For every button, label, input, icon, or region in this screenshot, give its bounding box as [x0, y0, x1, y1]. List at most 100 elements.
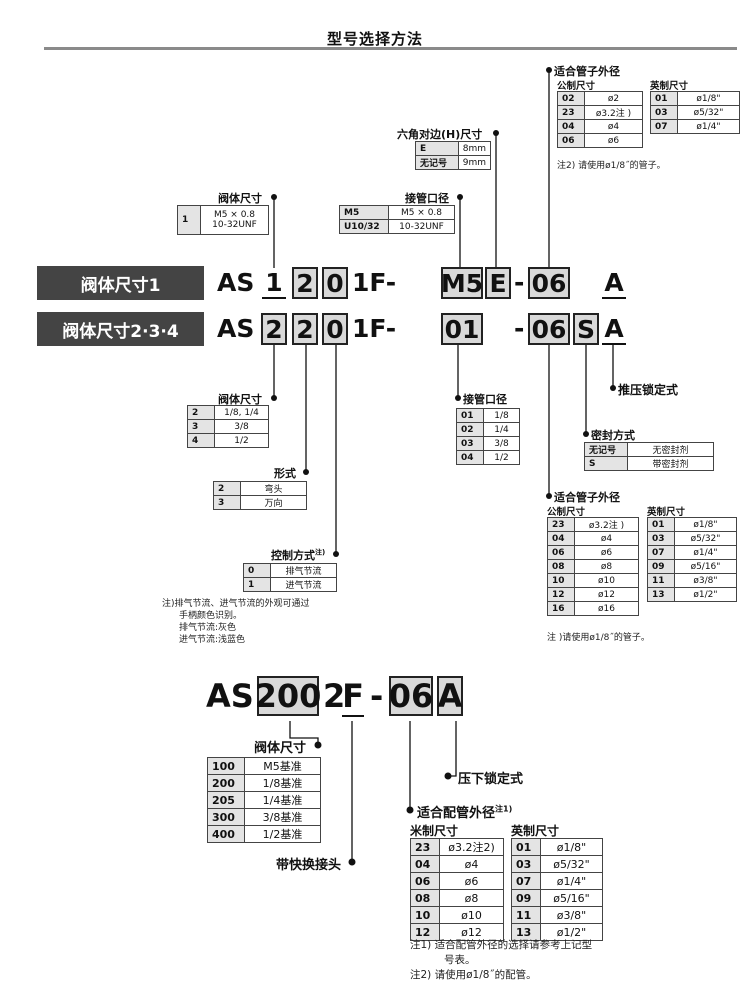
row1-label-bar: 阀体尺寸1 — [37, 266, 204, 300]
metric-size-label-2: 公制尺寸 — [547, 507, 586, 518]
tube-inch-1-code: 01 — [650, 91, 678, 106]
body-size-3-value: 1/4基准 — [244, 791, 321, 809]
control-note: 注)排气节流、进气节流的外观可通过 手柄颜色识别。 排气节流:灰色 进气节流:浅… — [162, 599, 310, 645]
tube-inch-2-value: ø3/8" — [674, 573, 737, 588]
tube-notes-3: 注1) 适合配管外径的选择请参考上记型 号表。 注2) 请使用ø1/8˝的配管。 — [410, 939, 593, 981]
port-size-1-value: M5 × 0.8 — [388, 205, 455, 220]
code3-dash: - — [370, 677, 384, 715]
tube-inch-1-value: ø5/32" — [677, 105, 740, 120]
tube-inch-3-code: 11 — [511, 906, 541, 924]
row2-prefix: AS — [217, 314, 255, 343]
code3-press-lock: A — [437, 676, 463, 716]
seal-method-value: 无密封剂 — [627, 442, 714, 457]
seal-method-code: 无记号 — [584, 442, 628, 457]
tube-metric-1-code: 23 — [557, 105, 585, 120]
tube-inch-2-code: 01 — [647, 517, 675, 532]
tube-metric-1-code: 06 — [557, 133, 585, 148]
tube-metric-3-value: ø10 — [439, 906, 504, 924]
row2-push-lock-code: A — [602, 314, 626, 345]
row1-suffix: 1F- — [352, 268, 397, 297]
row1-form-digit: 2 — [292, 267, 318, 299]
tube-inch-3-value: ø3/8" — [540, 906, 603, 924]
tube-inch-2-value: ø5/32" — [674, 531, 737, 546]
port-size-1-value: 10-32UNF — [388, 219, 455, 234]
tube-metric-3-value: ø3.2注2) — [439, 838, 504, 856]
body-size-3-value: M5基准 — [244, 757, 321, 775]
tube-metric-2-code: 06 — [547, 545, 575, 560]
tube-inch-3-value: ø5/16" — [540, 889, 603, 907]
hex-size-label: 六角对边(H)尺寸 — [397, 128, 483, 141]
press-lock-label: 压下锁定式 — [458, 772, 524, 787]
row2-suffix: 1F- — [352, 314, 397, 343]
tube-inch-3-value: ø1/4" — [540, 872, 603, 890]
tube-inch-3-code: 01 — [511, 838, 541, 856]
body-size-1-code: 1 — [177, 205, 201, 235]
tube-inch-1-code: 07 — [650, 119, 678, 134]
tube-metric-3-code: 10 — [410, 906, 440, 924]
tube-metric-1-value: ø4 — [584, 119, 643, 134]
form-value: 万向 — [240, 495, 307, 510]
control-method-code: 1 — [243, 577, 271, 592]
body-size-3-value: 1/2基准 — [244, 825, 321, 843]
row1-push-lock-code: A — [602, 268, 626, 299]
hex-size-code: E — [415, 141, 459, 156]
body-size-2-value: 3/8 — [214, 419, 269, 434]
tube-inch-3-code: 13 — [511, 923, 541, 941]
tube-inch-2-code: 09 — [647, 559, 675, 574]
port-size-2-code: 03 — [456, 436, 484, 451]
inch-size-label-2: 英制尺寸 — [647, 507, 686, 518]
tube-inch-2-code: 03 — [647, 531, 675, 546]
tube-metric-2-code: 23 — [547, 517, 575, 532]
tube-inch-3-value: ø1/2" — [540, 923, 603, 941]
tube-metric-2-value: ø4 — [574, 531, 639, 546]
body-size-2-code: 2 — [187, 405, 215, 420]
tube-metric-2-value: ø16 — [574, 601, 639, 616]
hex-size-code: 无记号 — [415, 155, 459, 170]
page-title: 型号选择方法 — [326, 30, 423, 48]
body-size-3-code: 300 — [207, 808, 245, 826]
tube-metric-1-code: 04 — [557, 119, 585, 134]
hex-size-value: 9mm — [457, 155, 492, 170]
tube-od-label-3: 适合配管外径注1) — [417, 804, 513, 821]
tube-inch-2-value: ø1/8" — [674, 517, 737, 532]
control-method-value: 进气节流 — [270, 577, 337, 592]
port-size-2-code: 01 — [456, 408, 484, 423]
control-method-label: 控制方式注) — [271, 548, 326, 562]
form-code: 2 — [213, 481, 241, 496]
body-size-3-value: 1/8基准 — [244, 774, 321, 792]
inch-size-label-1: 英制尺寸 — [650, 81, 689, 92]
body-size-3-code: 100 — [207, 757, 245, 775]
body-size-3-code: 205 — [207, 791, 245, 809]
row1-body-size-digit: 1 — [262, 268, 286, 299]
tube-metric-1-code: 02 — [557, 91, 585, 106]
seal-method-value: 带密封剂 — [627, 456, 714, 471]
form-label: 形式 — [274, 467, 296, 480]
port-size-2-value: 1/2 — [483, 450, 520, 465]
tube-inch-2-code: 11 — [647, 573, 675, 588]
body-size-label-3: 阀体尺寸 — [254, 741, 307, 756]
tube-inch-1-value: ø1/8" — [677, 91, 740, 106]
